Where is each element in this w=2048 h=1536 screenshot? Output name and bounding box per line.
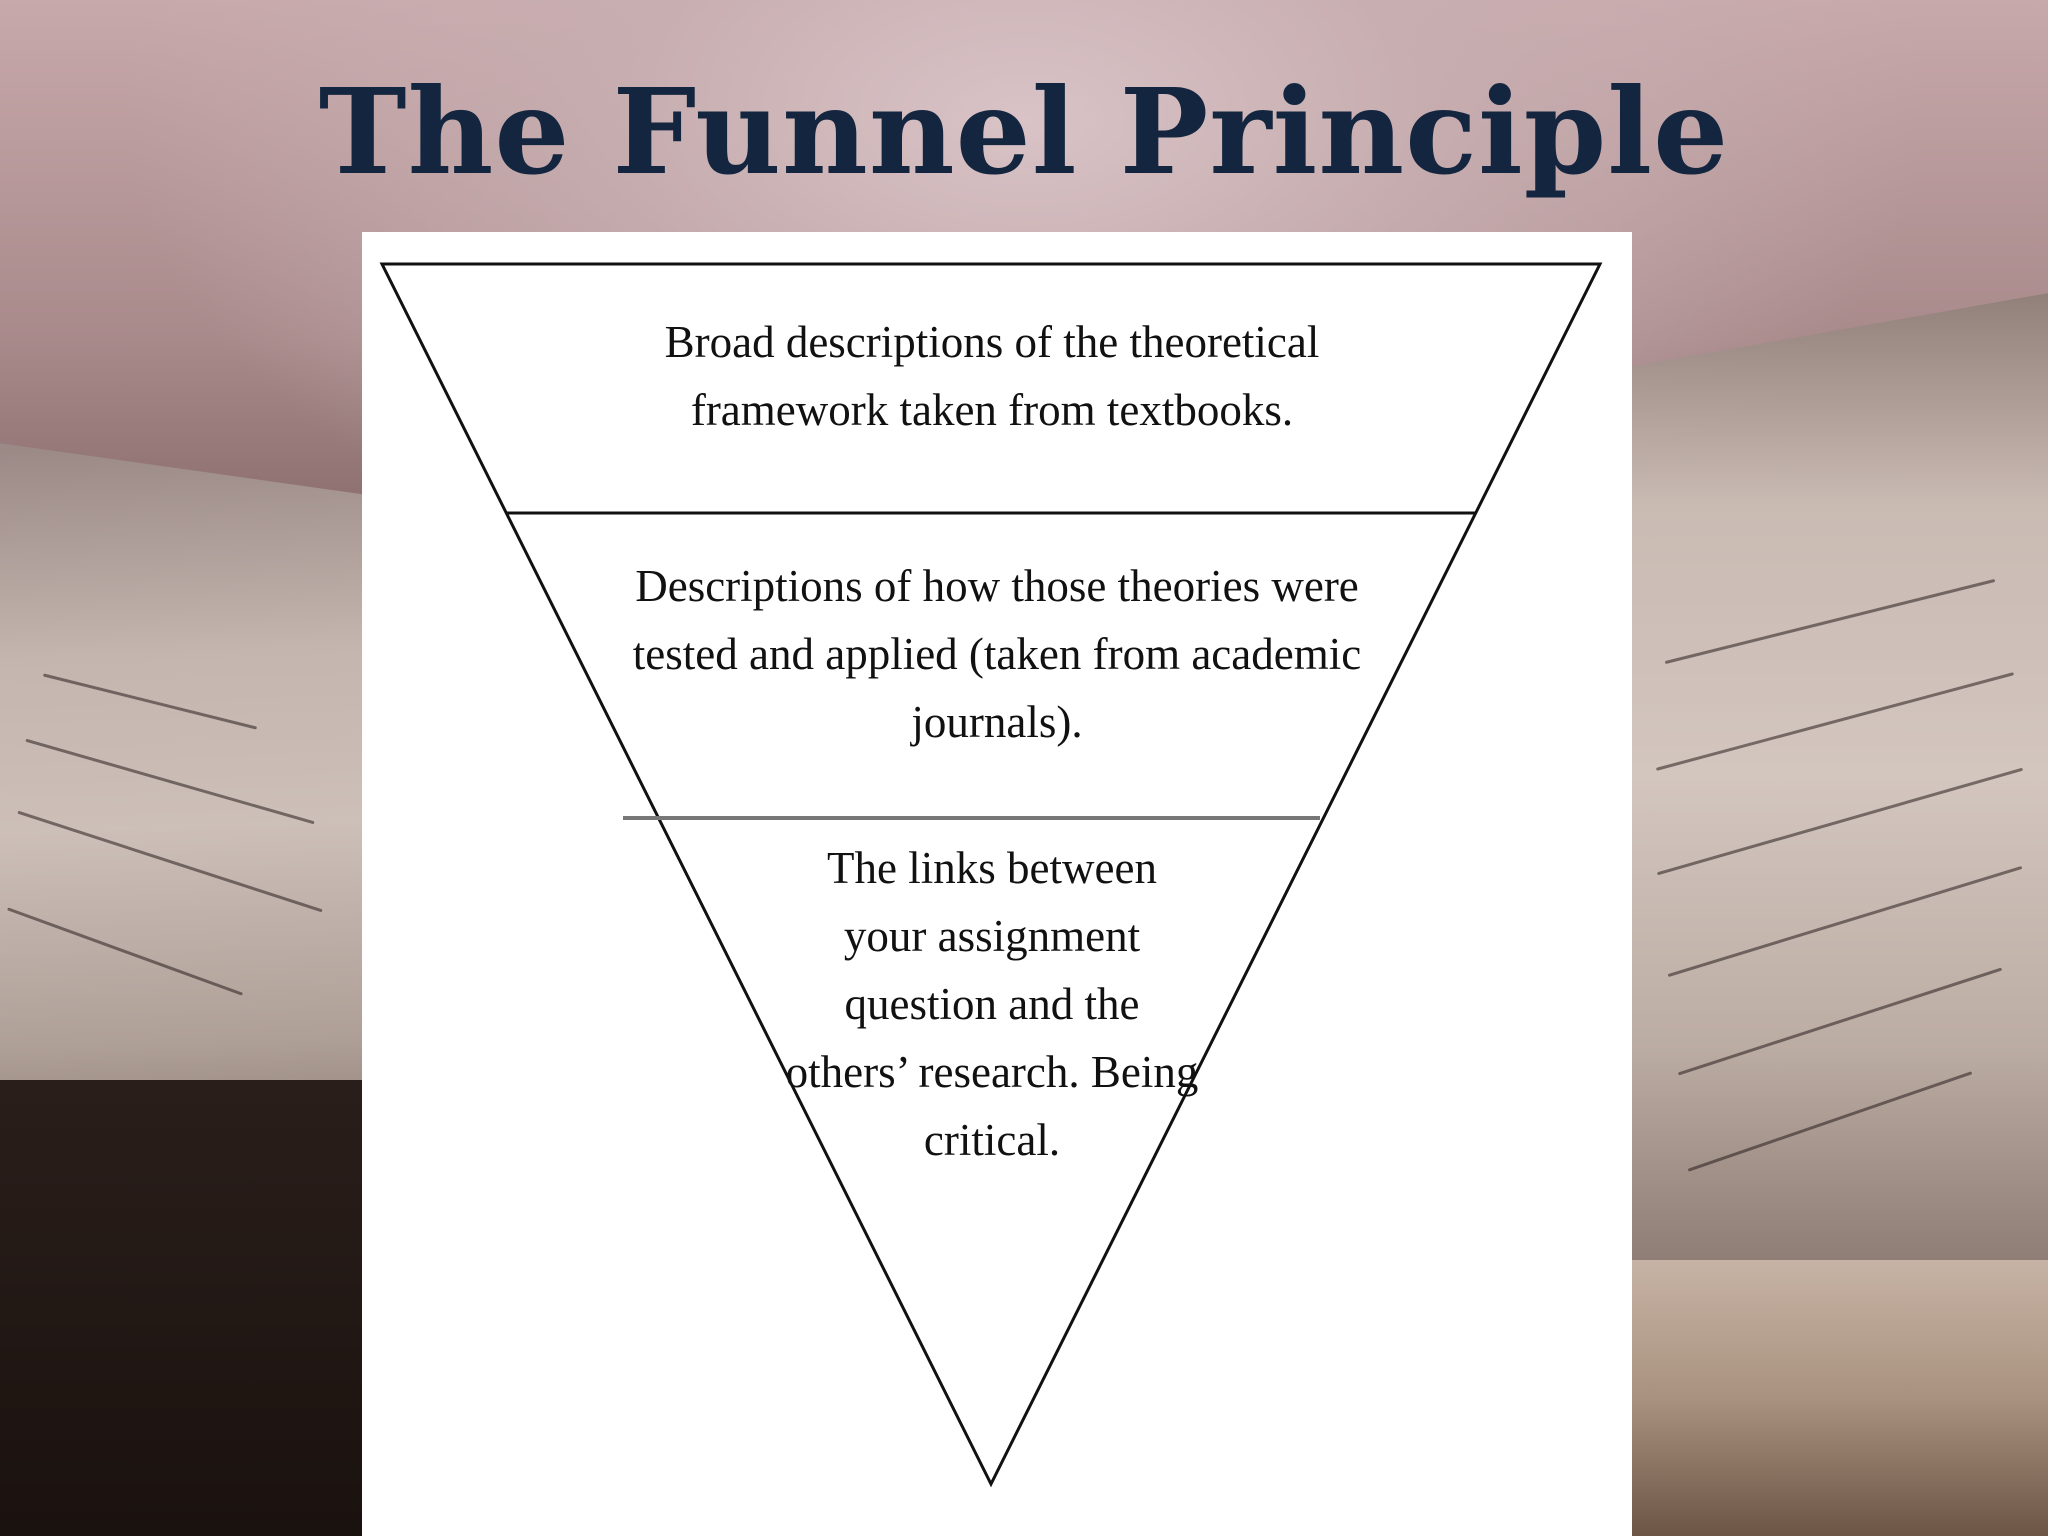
slide-title: The Funnel Principle [318, 62, 1730, 201]
funnel-tier-3-text: The links between your assignment questi… [785, 843, 1199, 1165]
notebook-right-edge [1630, 1260, 2048, 1536]
notebook-right-page [1630, 293, 2048, 1367]
funnel-diagram [379, 262, 1603, 1488]
notebook-left-cover [0, 1080, 380, 1536]
funnel-tier-2-text: Descriptions of how those theories were … [632, 561, 1362, 747]
funnel-tier-1-text: Broad descriptions of the theoretical fr… [664, 317, 1320, 435]
funnel-outline [379, 262, 1603, 1488]
funnel-panel: Broad descriptions of the theoretical fr… [362, 232, 1632, 1536]
